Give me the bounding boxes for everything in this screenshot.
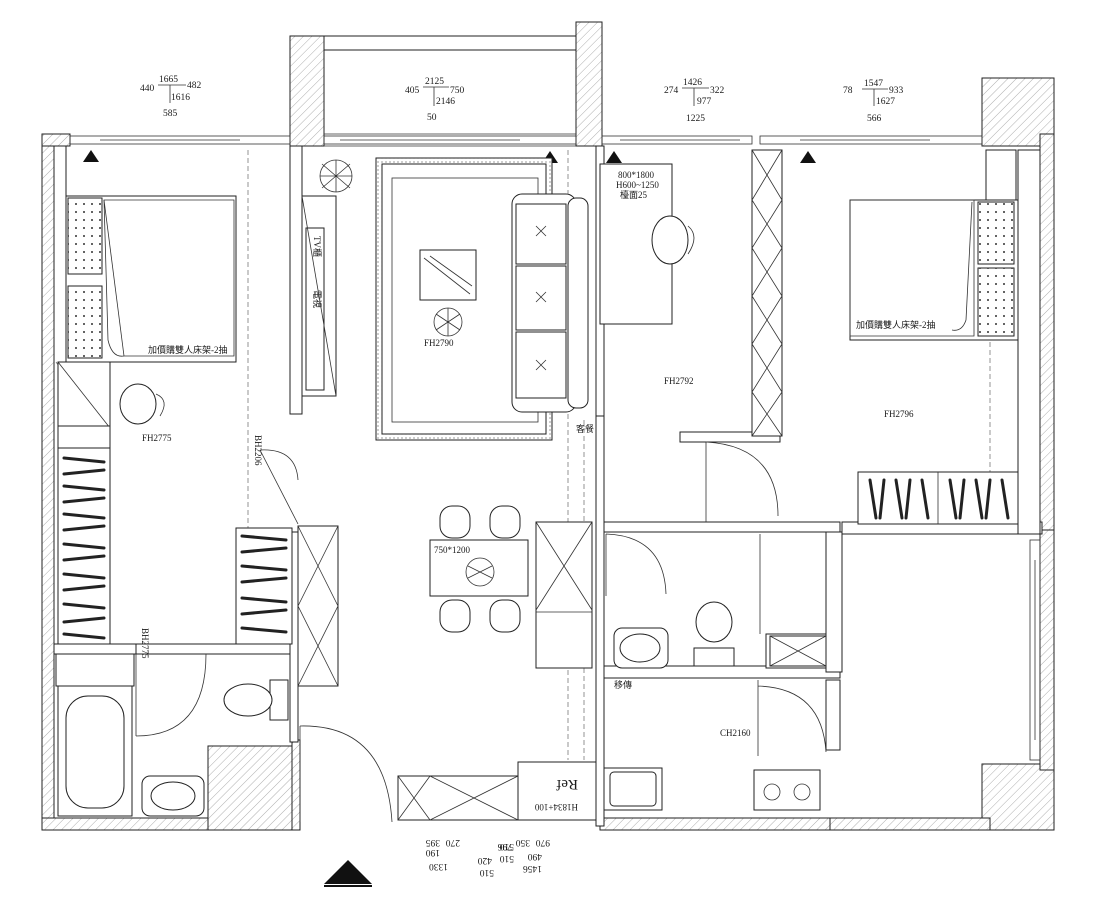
dim-b: 510 bbox=[500, 841, 515, 851]
dim-a: 1456 bbox=[523, 863, 542, 873]
dining: 750*1200 bbox=[297, 505, 593, 687]
dim-d: 350 bbox=[516, 837, 531, 847]
bath-left bbox=[57, 653, 289, 817]
dim-group-1: 440 1665 482 1616 585 bbox=[140, 75, 202, 119]
dim-a: 510 bbox=[500, 853, 515, 863]
dim-group-4: 78 1547 933 1627 566 bbox=[843, 79, 904, 124]
dim-group-3: 274 1426 322 977 1225 bbox=[664, 78, 725, 124]
dim-left: 405 bbox=[405, 86, 420, 96]
table-size: 750*1200 bbox=[434, 545, 471, 555]
dim-bottom: 585 bbox=[163, 109, 178, 119]
dim-sub: 977 bbox=[697, 97, 712, 107]
bedroom-right: 加價購雙人床架-2抽 FH2796 bbox=[849, 149, 1019, 525]
dim-right: 933 bbox=[889, 86, 904, 96]
entrance: Ref H1834+100 bbox=[299, 725, 597, 823]
dim-right: 322 bbox=[710, 86, 725, 96]
marker-triangle-icon bbox=[606, 151, 622, 163]
outer-walls bbox=[41, 21, 1055, 831]
dim-b: 190 bbox=[426, 847, 441, 857]
marker-triangle-icon bbox=[800, 151, 816, 163]
dim-top: 1426 bbox=[683, 78, 702, 88]
dim-c: 270 bbox=[446, 837, 461, 847]
top-dimensions: 440 1665 482 1616 585 405 2125 750 2146 … bbox=[140, 75, 904, 124]
kitchen: CH2160 bbox=[603, 680, 827, 811]
desk-chair-icon bbox=[119, 383, 165, 425]
room-code: FH2790 bbox=[424, 338, 454, 348]
room-code: FH2775 bbox=[142, 433, 172, 443]
flower-icon bbox=[433, 307, 463, 337]
room-code: CH2160 bbox=[720, 728, 751, 738]
dim-left: 274 bbox=[664, 86, 679, 96]
desk-chair-icon bbox=[651, 215, 695, 265]
bed-label: 加價購雙人床架-2抽 bbox=[148, 344, 228, 355]
fridge-size: H1834+100 bbox=[534, 802, 578, 812]
dim-a: 1330 bbox=[429, 861, 448, 871]
study-room: 800*1800 H600~1250 檯面25 FH2792 bbox=[599, 149, 783, 522]
dim-bottom: 566 bbox=[867, 114, 882, 124]
toilet-icon bbox=[693, 601, 735, 667]
wardrobe-code: BH2775 bbox=[140, 628, 150, 659]
fridge-label: Ref bbox=[556, 776, 578, 792]
dim-bottom: 1225 bbox=[686, 114, 705, 124]
wardrobe-right bbox=[857, 471, 1019, 525]
dim-sub: 1627 bbox=[876, 97, 895, 107]
bed-label: 加價購雙人床架-2抽 bbox=[856, 319, 936, 330]
dim-top: 1665 bbox=[159, 75, 178, 85]
flower-icon bbox=[465, 557, 495, 587]
windows bbox=[69, 135, 1041, 761]
room-code: FH2792 bbox=[664, 376, 694, 386]
tv-wall: TV櫃 電視 bbox=[301, 159, 353, 397]
closet-study bbox=[751, 149, 783, 437]
desk-note-1: 800*1800 bbox=[618, 170, 655, 180]
living-room: FH2790 客餐 bbox=[375, 157, 594, 441]
bedroom-left: 加價購雙人床架-2抽 FH2775 bbox=[57, 195, 299, 659]
door-code: BH2206 bbox=[253, 435, 263, 466]
bath-note: 移傳 bbox=[614, 679, 632, 690]
bath-right: 移傳 bbox=[605, 533, 827, 690]
dim-b: 490 bbox=[528, 851, 543, 861]
desk-note-2: H600~1250 bbox=[616, 180, 659, 190]
tv-label-1: TV櫃 bbox=[312, 236, 323, 257]
dim-top: 2125 bbox=[425, 77, 444, 87]
dim-b: 420 bbox=[478, 855, 493, 865]
dim-c: 970 bbox=[536, 837, 551, 847]
toilet-icon bbox=[223, 679, 289, 721]
dim-a: 510 bbox=[480, 867, 495, 877]
cabinet-tall bbox=[297, 525, 339, 687]
room-code: FH2796 bbox=[884, 409, 914, 419]
wardrobe-middle bbox=[235, 527, 293, 645]
dim-left: 440 bbox=[140, 84, 155, 94]
dim-d: 395 bbox=[426, 837, 441, 847]
dim-sub: 1616 bbox=[171, 93, 190, 103]
dim-right: 482 bbox=[187, 81, 202, 91]
tv-label-2: 電視 bbox=[312, 290, 323, 308]
marker-triangle-icon bbox=[83, 150, 99, 162]
sofa-note: 客餐 bbox=[576, 423, 594, 434]
dim-left: 78 bbox=[843, 86, 853, 96]
plant-icon bbox=[319, 159, 353, 193]
dining-chair-icons bbox=[439, 505, 521, 633]
sofa bbox=[511, 193, 589, 413]
dim-right: 750 bbox=[450, 86, 465, 96]
dim-bottom: 50 bbox=[427, 113, 437, 123]
dim-c: 796 bbox=[498, 841, 513, 851]
stove-burner-icons bbox=[763, 783, 811, 801]
wardrobe-left bbox=[57, 447, 111, 645]
dim-group-2: 405 2125 750 2146 50 bbox=[405, 77, 465, 123]
entrance-arrow-icon bbox=[324, 860, 372, 884]
cabinet-right bbox=[535, 521, 593, 669]
dim-sub: 2146 bbox=[436, 97, 455, 107]
dim-top: 1547 bbox=[864, 79, 883, 89]
desk-note-3: 檯面25 bbox=[620, 189, 648, 200]
bottom-dimensions: 1330 190 270 395 510 420 796 510 510 145… bbox=[426, 837, 551, 877]
